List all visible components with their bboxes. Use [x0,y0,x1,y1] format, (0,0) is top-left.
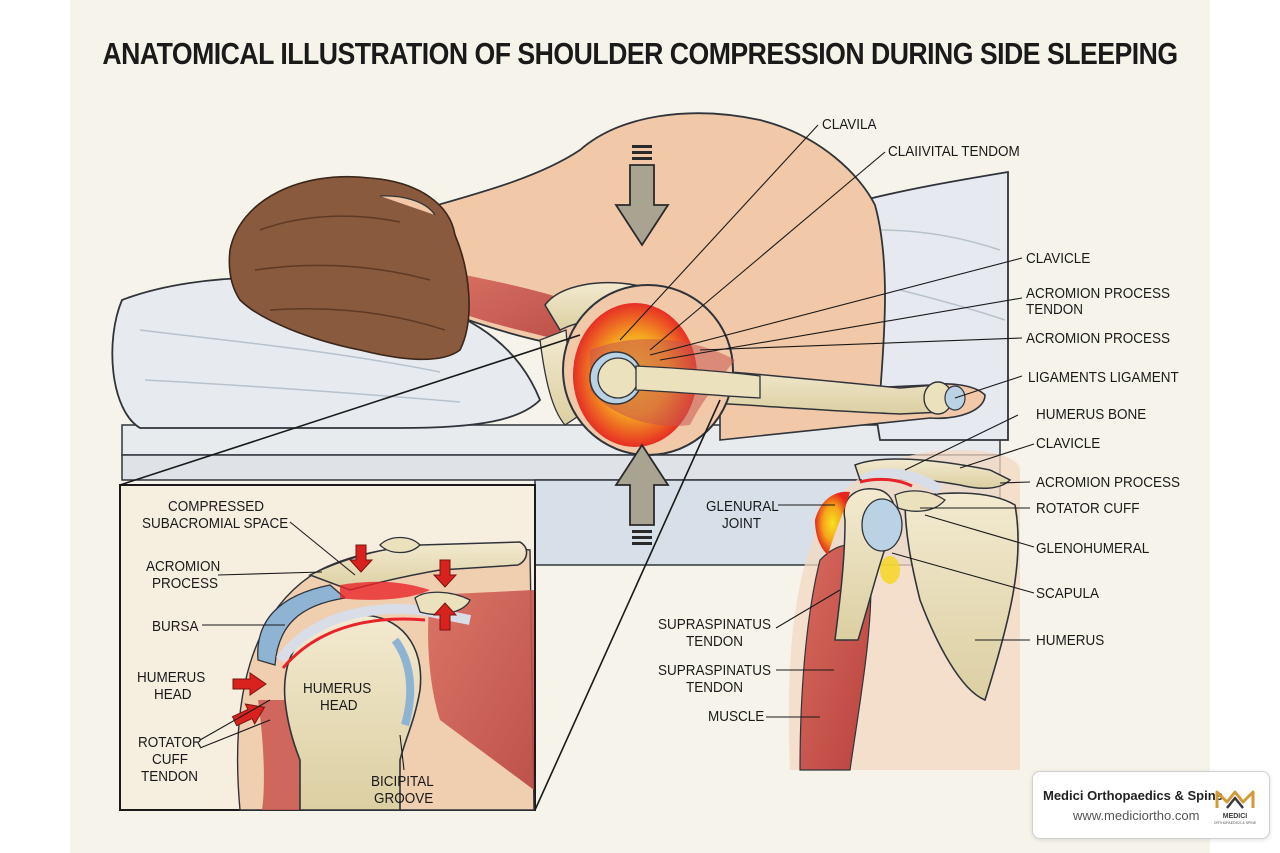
label-clavicle-main: CLAVICLE [1026,250,1091,267]
top-compression-arrow [614,145,670,247]
label-glenural-joint: GLENURAL [706,498,779,515]
brand-card: Medici Orthopaedics & Spine www.medicior… [1032,771,1270,839]
inset-pain-arrows [231,544,458,727]
label-bursa: BURSA [152,618,199,635]
bottom-compression-arrow [614,443,670,545]
right-shoulder-detail [766,414,1035,771]
label-supraspinatus-tendon-a-line2: TENDON [686,633,744,650]
label-muscle: MUSCLE [708,708,765,725]
label-glenohumeral: GLENOHUMERAL [1036,540,1150,557]
label-acromion-process-right: ACROMION PROCESS [1036,474,1181,491]
label-bicipital: BICIPITAL [371,773,434,790]
label-acromion-inset: ACROMION [146,558,221,575]
label-groove: GROOVE [374,790,434,807]
label-rotator-cuff: ROTATOR CUFF [1036,500,1140,517]
sleeper-head [228,176,470,361]
label-clavila: CLAVILA [822,116,877,133]
main-joint-inflammation [562,284,761,456]
label-humerus-head-left-line2: HEAD [154,686,192,703]
label-humerus-head-center-line2: HEAD [320,697,358,714]
label-humerus: HUMERUS [1036,632,1105,649]
label-acromion-process-tendon: ACROMION PROCESS [1026,285,1171,302]
label-subacromial-space: SUBACROMIAL SPACE [142,515,289,532]
inset-connector-lines [119,334,721,811]
brand-url: www.mediciortho.com [1073,808,1200,823]
label-rotator: ROTATOR [138,734,202,751]
label-tendon: TENDON [141,768,199,785]
label-humerus-head-center: HUMERUS [303,680,372,697]
label-scapula: SCAPULA [1036,585,1100,602]
brand-name: Medici Orthopaedics & Spine [1043,788,1223,803]
label-supraspinatus-tendon-b-line2: TENDON [686,679,744,696]
brand-logo-text: MEDICI [1223,813,1248,820]
page-title: ANATOMICAL ILLUSTRATION OF SHOULDER COMP… [102,36,1178,71]
brand-logo-tagline: ORTHOPAEDICS & SPINE [1214,821,1257,825]
label-acromion-process-main: ACROMION PROCESS [1026,330,1171,347]
medici-logo: MEDICI ORTHOPAEDICS & SPINE [1214,790,1257,825]
label-supraspinatus-tendon-b: SUPRASPINATUS [658,662,772,679]
label-ligaments-ligament: LIGAMENTS LIGAMENT [1028,369,1179,386]
label-acromion-process-tendon-line2: TENDON [1026,301,1084,318]
inset-leader-lines [199,521,405,771]
label-cuff: CUFF [152,751,188,768]
label-claiivital-tendom: CLAIIVITAL TENDOM [888,143,1020,160]
label-humerus-head-left: HUMERUS [137,669,206,686]
label-acromion-inset-line2: PROCESS [152,575,219,592]
label-compressed: COMPRESSED [168,498,265,515]
label-supraspinatus-tendon-a: SUPRASPINATUS [658,616,772,633]
main-leader-lines [619,124,1023,399]
label-glenural-joint-line2: JOINT [722,515,762,532]
label-humerus-bone: HUMERUS BONE [1036,406,1147,423]
label-clavicle-right: CLAVICLE [1036,435,1101,452]
inset-panel [119,484,536,811]
